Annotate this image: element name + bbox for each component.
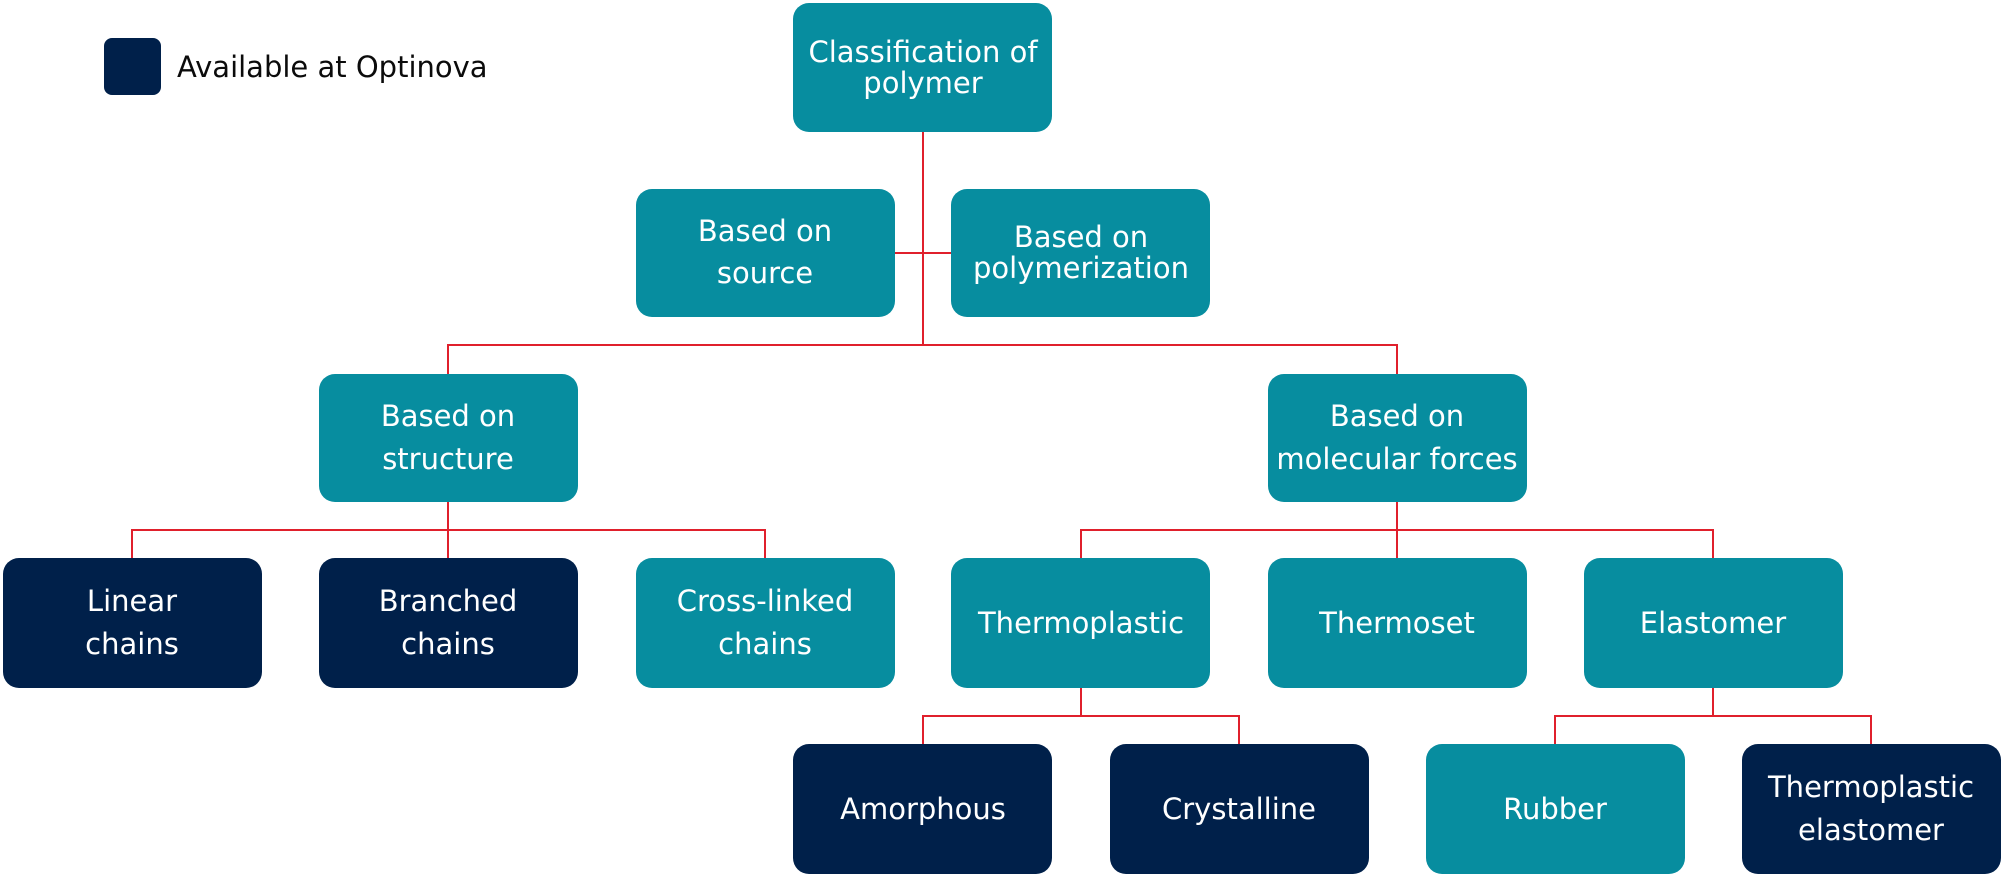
node-based-on-source: Based on source [636, 189, 895, 317]
node-label-line: Crystalline [1162, 792, 1316, 826]
legend-swatch [104, 38, 161, 95]
node-label-line: Amorphous [840, 792, 1006, 826]
connector-thermoplastic-amorphous [922, 715, 1081, 744]
node-based-on-polymerization: Based on polymerization [951, 189, 1210, 317]
node-thermoset: Thermoset [1268, 558, 1527, 688]
connector-root-structure [447, 344, 923, 374]
node-label-line: Thermoset [1318, 606, 1475, 640]
legend: Available at Optinova [104, 38, 488, 95]
node-label-line: Cross-linked [677, 584, 853, 618]
node-branched-chains: Branched chains [319, 558, 578, 688]
node-label-line: polymer [863, 66, 982, 100]
node-classification-of-polymer: Classification of polymer [793, 3, 1052, 132]
node-elastomer: Elastomer [1584, 558, 1843, 688]
connector-root-molecular [923, 344, 1398, 374]
node-amorphous: Amorphous [793, 744, 1052, 874]
node-label-line: chains [401, 627, 495, 661]
node-label-line: Linear [87, 584, 177, 618]
node-label-line: Thermoplastic [977, 606, 1184, 640]
connector-molecular-elastomer [1397, 529, 1714, 558]
node-label-line: source [717, 256, 813, 290]
node-thermoplastic: Thermoplastic [951, 558, 1210, 688]
legend-label: Available at Optinova [177, 50, 488, 84]
node-label-line: Based on [698, 214, 832, 248]
node-label-line: Thermoplastic [1767, 770, 1974, 804]
node-crystalline: Crystalline [1110, 744, 1369, 874]
connectors [131, 132, 1872, 744]
connector-molecular-thermoplastic [1080, 529, 1397, 558]
node-label-line: Based on [1330, 399, 1464, 433]
node-label-line: structure [382, 442, 514, 476]
node-label-line: Branched [379, 584, 518, 618]
connector-structure-crosslinked [448, 529, 766, 558]
node-rubber: Rubber [1426, 744, 1685, 874]
connector-elastomer-rubber [1554, 715, 1713, 744]
node-label-line: Elastomer [1640, 606, 1786, 640]
node-label-line: Based on [1014, 220, 1148, 254]
node-label-line: Based on [381, 399, 515, 433]
node-thermoplastic-elastomer: Thermoplastic elastomer [1742, 744, 2001, 874]
node-label-line: Classification of [808, 35, 1038, 69]
connector-thermoplastic-crystalline [1081, 715, 1240, 744]
node-cross-linked-chains: Cross-linked chains [636, 558, 895, 688]
node-label-line: elastomer [1798, 813, 1944, 847]
node-label-line: Rubber [1503, 792, 1607, 826]
connector-elastomer-tpe [1713, 715, 1872, 744]
node-label-line: polymerization [973, 251, 1189, 285]
node-label-line: chains [718, 627, 812, 661]
node-linear-chains: Linear chains [3, 558, 262, 688]
node-based-on-molecular-forces: Based on molecular forces [1268, 374, 1527, 502]
node-label-line: molecular forces [1276, 442, 1517, 476]
node-label-line: chains [85, 627, 179, 661]
connector-structure-linear [131, 529, 448, 558]
node-based-on-structure: Based on structure [319, 374, 578, 502]
